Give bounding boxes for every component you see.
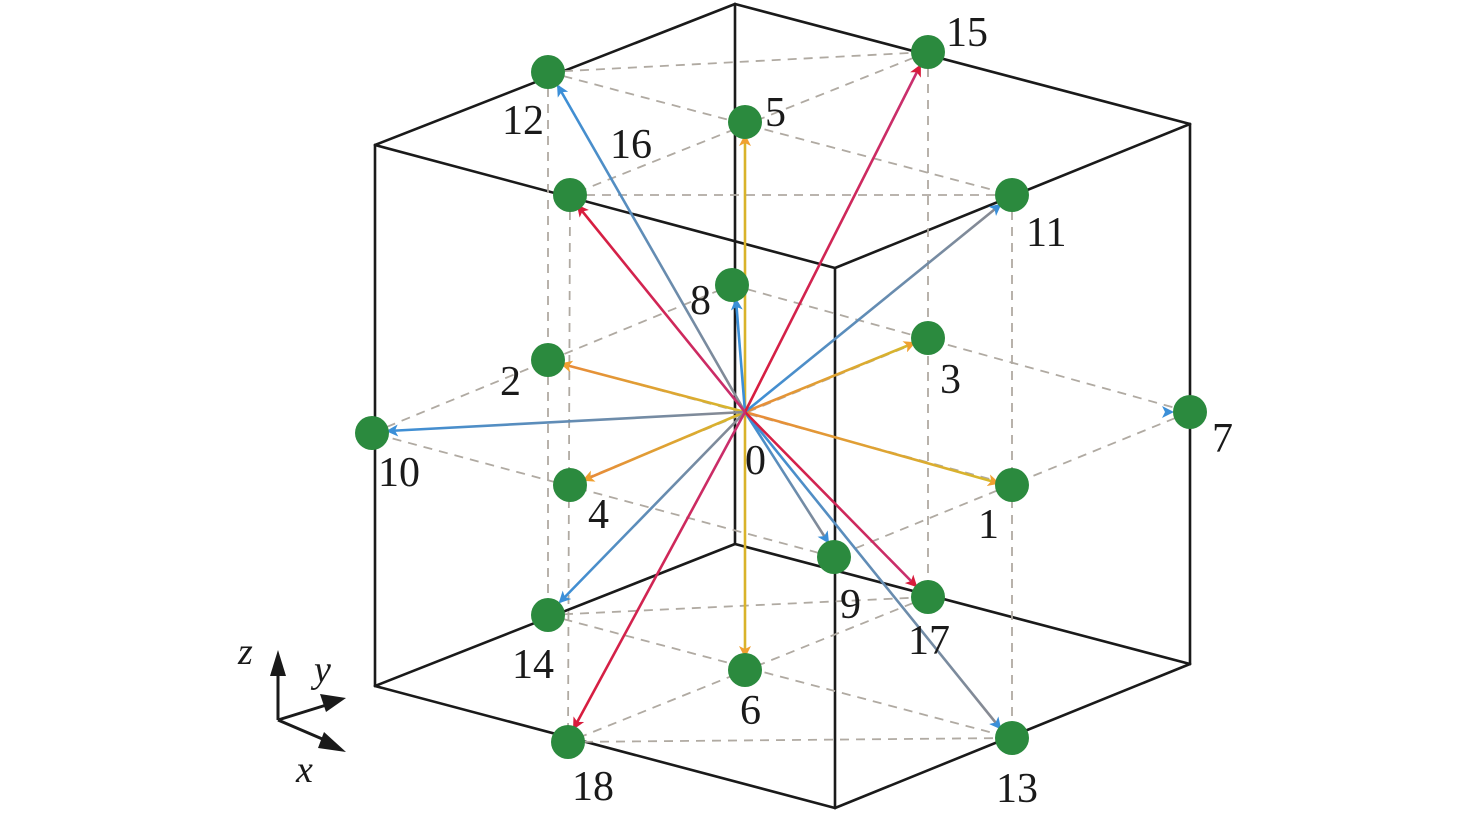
arrow-13 [743,411,1002,730]
axis-label-x: x [295,749,313,791]
arrow-4 [582,410,746,482]
node-17 [911,580,945,614]
lattice-nodes [355,35,1207,759]
node-labels: 0 1 2 3 4 5 6 7 8 9 10 11 12 13 14 15 16… [378,10,1233,812]
node-4 [553,468,587,502]
node-7 [1173,395,1207,429]
axis-label-z: z [237,631,253,673]
arrow-12 [556,84,747,413]
label-8: 8 [690,278,711,324]
node-12 [531,55,565,89]
node-9 [817,540,851,574]
arrow-9 [743,411,830,544]
axes-indicator: z y x [237,631,346,791]
label-14: 14 [512,642,554,688]
label-11: 11 [1026,210,1066,256]
label-15: 15 [946,10,988,56]
label-12: 12 [502,98,544,144]
label-0: 0 [745,438,766,484]
arrow-8 [730,298,747,413]
label-2: 2 [500,359,521,405]
node-18 [551,725,585,759]
node-6 [728,653,762,687]
label-18: 18 [572,764,614,810]
z-axis-arrowhead [270,650,286,676]
node-13 [995,721,1029,755]
label-5: 5 [765,90,786,136]
label-17: 17 [908,618,950,664]
arrow-15 [743,64,922,413]
arrow-11 [744,203,1002,414]
arrow-2 [560,360,746,414]
arrow-18 [572,411,747,730]
arrow-10 [386,410,746,437]
node-2 [531,343,565,377]
label-16: 16 [610,122,652,168]
node-15 [911,35,945,69]
label-13: 13 [996,766,1038,812]
label-6: 6 [740,688,761,734]
node-11 [995,178,1029,212]
velocity-arrows [386,64,1174,730]
arrow-14 [558,411,746,604]
label-9: 9 [840,582,861,628]
node-16 [553,178,587,212]
node-10 [355,416,389,450]
y-axis-arrowhead [320,694,346,712]
node-14 [531,598,565,632]
arrow-16 [576,204,747,413]
label-7: 7 [1212,416,1233,462]
axis-label-y: y [310,649,331,691]
x-axis-arrowhead [318,732,346,752]
node-8 [715,268,749,302]
arrow-1 [744,410,1000,487]
node-1 [995,468,1029,502]
arrow-3 [744,341,916,414]
arrow-17 [744,411,918,588]
label-10: 10 [378,450,420,496]
label-3: 3 [940,357,961,403]
node-3 [911,321,945,355]
label-1: 1 [978,502,999,548]
label-4: 4 [588,492,609,538]
node-5 [728,105,762,139]
